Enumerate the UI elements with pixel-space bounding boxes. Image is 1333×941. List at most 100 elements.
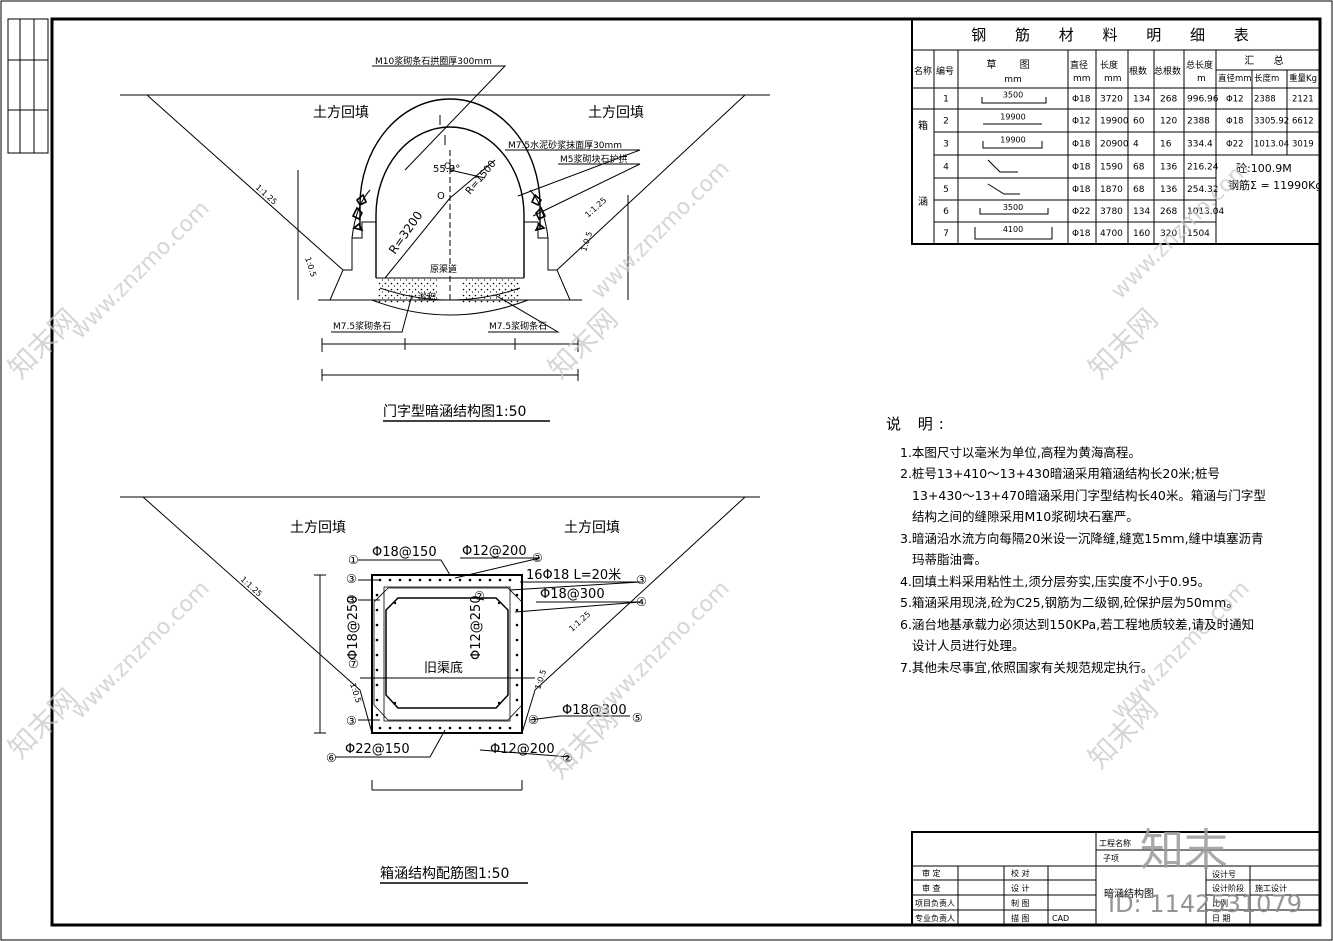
hdr-sketch-unit: mm [1004, 75, 1022, 85]
note-2: 2.桩号13+410～13+430暗涵采用箱涵结构长20米;桩号13+430～1… [900, 466, 1266, 524]
table-cell-sketch: 3500 [1003, 203, 1023, 212]
concrete-total: 砼:100.9M [1236, 162, 1292, 175]
circle-1: ① [348, 553, 359, 567]
table-cell-no: 3 [943, 140, 949, 150]
tb-m2: 设 计 [1011, 883, 1030, 893]
tb-m3: 制 图 [1011, 898, 1030, 908]
table-cell-sketch: 19900 [1000, 113, 1025, 122]
note-4: 4.回填土料采用粘性土,须分层夯实,压实度不小于0.95。 [900, 573, 1211, 589]
tb-m1: 校 对 [1011, 868, 1030, 878]
table-cell-tn: 320 [1160, 229, 1177, 239]
summary-cell-len: 1013.04 [1254, 140, 1289, 150]
table-cell-dia: Φ18 [1072, 229, 1091, 239]
circle-2a: ② [532, 551, 543, 565]
tb-l2: 审 查 [922, 883, 941, 893]
table-cell-len: 1870 [1100, 185, 1123, 195]
summary-cell-wt: 6612 [1292, 117, 1314, 127]
wm-url-4: www.znzmo.com [67, 576, 215, 724]
title-block-text: 工程名称 子项 审 定 审 查 项目负责人 专业负责人 校 对 设 计 制 图 … [915, 838, 1287, 923]
tb-date: 日 期 [1212, 914, 1231, 923]
wm-brand-1: 知末网 [2, 302, 85, 385]
table-cell-no: 7 [943, 229, 949, 239]
table-cell-tn: 120 [1160, 117, 1177, 127]
table-cell-tn: 268 [1160, 95, 1177, 105]
box-backfill-left: 土方回填 [290, 520, 346, 536]
summary-cell-wt: 2121 [1292, 95, 1314, 105]
box-culvert-diagram [120, 496, 760, 791]
name-box: 箱 [918, 119, 928, 132]
table-cell-len: 20900 [1100, 140, 1129, 150]
box-slope-1: 1:1.25 [239, 575, 264, 599]
old-channel-label: 旧渠底 [424, 660, 463, 676]
table-cell-dia: Φ22 [1072, 207, 1091, 217]
table-cell-n: 134 [1133, 207, 1150, 217]
hdr-s-len: 长度m [1254, 73, 1279, 84]
table-cell-len: 3720 [1100, 95, 1123, 105]
box-backfill-right: 土方回填 [564, 520, 620, 536]
table-cell-tl: 216.24 [1187, 163, 1219, 173]
center-o-label: O [437, 191, 445, 202]
slope-label-3: 1:1.25 [583, 196, 608, 220]
hdr-len-unit: mm [1104, 74, 1122, 84]
base-right-label: M7.5浆砌条石 [489, 320, 547, 332]
title-block-grid [911, 831, 1321, 926]
summary-cell-dia: Φ12 [1226, 95, 1244, 105]
table-cell-tl: 334.4 [1187, 140, 1213, 150]
hdr-dia-unit: mm [1073, 74, 1091, 84]
wm-url-2: www.znzmo.com [587, 156, 735, 304]
binding-strip [7, 18, 49, 154]
hdr-total-len-unit: m [1197, 74, 1206, 84]
table-cell-no: 5 [943, 185, 949, 195]
table-cell-no: 6 [943, 207, 949, 217]
circle-3a: ③ [346, 572, 357, 586]
table-cell-len: 1590 [1100, 163, 1123, 173]
rebar-label-3: 16Φ18 L=20米 [526, 568, 621, 583]
table-cell-tn: 136 [1160, 185, 1177, 195]
mortar-label: M7.5水泥砂浆抹面厚30mm [508, 139, 622, 151]
rebar-label-9: Φ12@200 [490, 742, 555, 757]
angle-label: 55.9° [433, 164, 460, 175]
notes-title: 说 明: [886, 415, 950, 433]
hdr-summary: 汇 总 [1244, 54, 1291, 67]
box-rebar-dots [375, 578, 519, 730]
table-cell-sketch: 4100 [1003, 225, 1023, 234]
hdr-name: 名称 [914, 65, 932, 77]
tb-l3: 项目负责人 [915, 898, 955, 908]
rebar-label-5: Φ18@250 [346, 595, 361, 660]
hdr-count: 根数 [1129, 65, 1147, 77]
rebar-label-2: Φ12@200 [462, 544, 527, 559]
hdr-no: 编号 [936, 65, 954, 77]
wm-url-1: www.znzmo.com [67, 196, 215, 344]
table-cell-tl: 1013.04 [1187, 207, 1224, 217]
circle-4: ④ [636, 595, 647, 609]
hdr-s-dia: 直径mm [1218, 73, 1252, 84]
note-7: 7.其他未尽事宜,依照国家有关规范规定执行。 [900, 659, 1154, 675]
base-left-label: M7.5浆砌条石 [333, 320, 391, 332]
tb-l4: 专业负责人 [915, 913, 955, 923]
rebar-label-4: Φ18@300 [540, 587, 605, 602]
summary-cell-dia: Φ22 [1226, 140, 1244, 150]
table-cell-n: 160 [1133, 229, 1150, 239]
table-title: 钢 筋 材 料 明 细 表 [971, 26, 1261, 44]
table-cell-no: 4 [943, 163, 949, 173]
summary-cell-wt: 3019 [1292, 140, 1314, 150]
table-cell-tl: 1504 [1187, 229, 1210, 239]
notes-section: 说 明: 1.本图尺寸以毫米为单位,高程为黄海高程。 2.桩号13+410～13… [886, 414, 1266, 678]
tb-phase: 设计阶段 [1212, 883, 1244, 893]
arch-title: 门字型暗涵结构图1:50 [383, 404, 526, 420]
note-1: 1.本图尺寸以毫米为单位,高程为黄海高程。 [900, 444, 1141, 460]
arch-labels: M10浆砌条石拱圈厚300mm M7.5水泥砂浆抹面厚30mm M5浆砌块石护拱… [254, 55, 628, 332]
box-slope-3: 1:1.25 [567, 610, 592, 634]
tb-l1: 审 定 [922, 868, 941, 878]
slope-label-4: 1:0.5 [579, 230, 594, 252]
box-title: 箱涵结构配筋图1:50 [380, 865, 509, 882]
tb-design-no: 设计号 [1212, 869, 1236, 879]
circle-5: ⑤ [632, 711, 643, 725]
table-cell-tl: 2388 [1187, 117, 1210, 127]
wm-url-5: www.znzmo.com [587, 576, 735, 724]
tb-drawing: 暗涵结构图 [1104, 887, 1154, 900]
table-cell-tn: 16 [1160, 140, 1172, 150]
stone-protection-label: M5浆砌块石护拱 [560, 153, 628, 165]
circle-3c: ③ [528, 713, 539, 727]
table-cell-len: 3780 [1100, 207, 1123, 217]
